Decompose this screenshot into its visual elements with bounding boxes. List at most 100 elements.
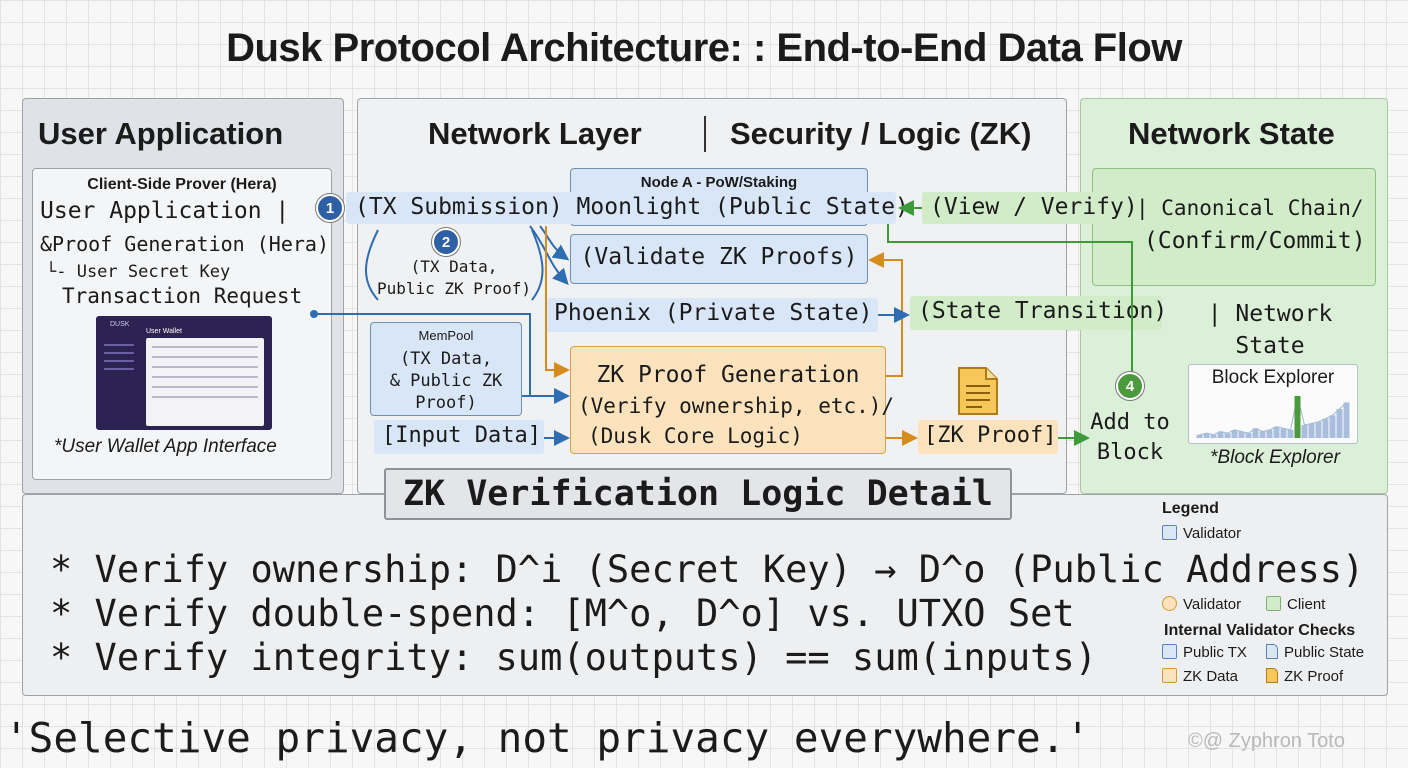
legend-checks-title: Internal Validator Checks: [1164, 622, 1356, 639]
explorer-bar: [1238, 431, 1245, 438]
zk-proof-generation-box: [570, 346, 886, 454]
zk-detail-line-3: * Verify integrity: sum(outputs) == sum(…: [50, 636, 1097, 679]
quote: 'Selective privacy, not privacy everywhe…: [4, 714, 1091, 762]
zk-proof-label: [ZK Proof]: [924, 423, 1057, 448]
explorer-bar: [1259, 431, 1266, 438]
wallet-screenshot: DUSK User Wallet: [96, 316, 272, 430]
wallet-caption: *User Wallet App Interface: [54, 436, 277, 457]
confirm-commit-label: (Confirm/Commit): [1144, 228, 1366, 254]
zk-proof-generation-line2: (Verify ownership, etc.)/: [578, 394, 895, 418]
input-data-box: [374, 420, 544, 454]
block-explorer-chart: [1196, 395, 1350, 438]
phoenix-box: [546, 298, 878, 332]
explorer-bar: [1210, 434, 1217, 438]
mempool-body: (TX Data, & Public ZK Proof): [389, 349, 503, 413]
legend-zk-data-swatch: [1162, 668, 1177, 683]
zk-detail-title: ZK Verification Logic Detail: [402, 474, 993, 514]
legend-public-state-swatch: [1266, 644, 1278, 659]
zk-proof-generation-line3: (Dusk Core Logic): [588, 424, 803, 448]
legend-validator-text: Validator: [1183, 525, 1242, 542]
step-1-badge: 1: [316, 194, 344, 222]
explorer-bar: [1245, 433, 1252, 438]
network-state-header: Network State: [1128, 116, 1335, 151]
legend-validator-2-text: Validator: [1183, 596, 1242, 613]
legend-public-tx-swatch: [1162, 644, 1177, 659]
legend-zk-proof-text: ZK Proof: [1284, 668, 1344, 685]
header-divider: [704, 116, 706, 152]
secret-key-line: └- User Secret Key: [46, 262, 231, 282]
zk-detail-line-2: * Verify double-spend: [M^o, D^o] vs. UT…: [50, 592, 1075, 635]
legend-validator: Validator: [1162, 525, 1241, 542]
mempool-box: [370, 322, 522, 416]
tx-submission-bar: [346, 192, 896, 224]
user-app-line: User Application |: [40, 198, 290, 224]
validate-zk-proofs-label: (Validate ZK Proofs): [580, 244, 858, 270]
explorer-bar: [1231, 429, 1238, 438]
wallet-sidebar: [100, 338, 138, 398]
legend-zk-data-text: ZK Data: [1183, 668, 1239, 685]
legend-public-state-text: Public State: [1284, 644, 1365, 661]
security-logic-header: Security / Logic (ZK): [730, 116, 1032, 151]
zk-detail-panel: [22, 494, 1388, 696]
tx-submission-label: (TX Submission) Moonlight (Public State): [355, 194, 909, 220]
zk-proof-box: [918, 420, 1058, 454]
step2-label: (TX Data, Public ZK Proof): [376, 257, 532, 298]
legend-title: Legend: [1162, 500, 1219, 517]
explorer-bar: [1266, 429, 1273, 438]
state-transition-box: [910, 296, 1162, 330]
legend-zk-data: ZK Data: [1162, 668, 1238, 685]
legend-validator-swatch: [1162, 525, 1177, 540]
explorer-bar: [1203, 433, 1210, 438]
legend-public-tx-text: Public TX: [1183, 644, 1247, 661]
explorer-bar: [1224, 433, 1231, 438]
zk-detail-title-box: [384, 468, 1012, 520]
legend-client: Client: [1266, 596, 1325, 613]
explorer-bar: [1294, 396, 1301, 438]
wallet-logo: DUSK: [110, 321, 130, 328]
state-transition-label: (State Transition): [918, 298, 1168, 324]
step-2-badge: 2: [432, 228, 460, 256]
document-icon: [958, 367, 998, 415]
phoenix-label: Phoenix (Private State): [554, 300, 873, 326]
transaction-request-line: Transaction Request: [62, 284, 303, 308]
legend-public-state: Public State: [1266, 644, 1364, 661]
user-application-header: User Application: [38, 116, 284, 151]
client-prover-label: Client-Side Prover (Hera): [87, 176, 277, 193]
wallet-heading: User Wallet: [146, 328, 182, 335]
explorer-bar: [1287, 429, 1294, 438]
explorer-bar: [1336, 408, 1343, 438]
explorer-bar: [1196, 434, 1203, 438]
page-title: Dusk Protocol Architecture: : End-to-End…: [226, 26, 1182, 70]
explorer-bar: [1308, 423, 1315, 438]
step-4-badge: 4: [1116, 372, 1144, 400]
canonical-chain-box: [1092, 168, 1376, 286]
zk-proof-generation-title: ZK Proof Generation: [596, 362, 860, 388]
zk-detail-line-1: * Verify ownership: D^i (Secret Key) → D…: [50, 548, 1365, 591]
legend-zk-proof-swatch: [1266, 668, 1278, 683]
explorer-bar: [1280, 428, 1287, 438]
legend-validator-2-swatch: [1162, 596, 1177, 611]
legend-validator-2: Validator: [1162, 596, 1241, 613]
view-verify-box: [922, 192, 1144, 224]
canonical-chain-label: | Canonical Chain/: [1136, 196, 1364, 220]
explorer-trend-line: [1199, 395, 1347, 436]
input-data-label: [Input Data]: [382, 423, 541, 448]
view-verify-label: (View / Verify): [930, 194, 1138, 220]
explorer-bar: [1343, 402, 1350, 438]
add-to-block-label: Add to Block: [1090, 410, 1170, 465]
wallet-table: [146, 338, 264, 426]
legend-client-swatch: [1266, 596, 1281, 611]
explorer-bar: [1329, 415, 1336, 438]
network-layer-header: Network Layer: [428, 116, 642, 151]
block-explorer-title: Block Explorer: [1211, 367, 1335, 388]
watermark: ©@ Zyphron Toto: [1188, 730, 1345, 752]
proof-generation-line: &Proof Generation (Hera): [40, 232, 329, 256]
legend-client-text: Client: [1287, 596, 1326, 613]
legend-zk-proof: ZK Proof: [1266, 668, 1343, 685]
explorer-bar: [1217, 431, 1224, 438]
explorer-bar: [1315, 421, 1322, 438]
legend-public-tx: Public TX: [1162, 644, 1247, 661]
explorer-bar: [1273, 426, 1280, 438]
block-explorer-caption: *Block Explorer: [1210, 447, 1340, 468]
